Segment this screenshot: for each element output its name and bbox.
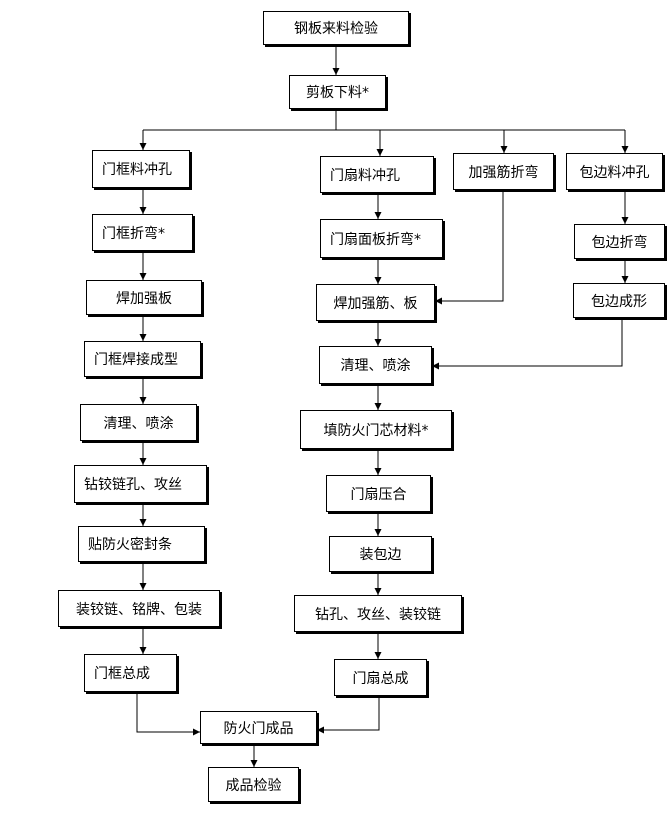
node-edging-bending: 包边折弯: [574, 224, 665, 259]
arrow-frame-assembly-to-finished: [136, 692, 200, 736]
node-leaf-panel-bending: 门扇面板折弯*: [320, 219, 443, 258]
node-frame-welding: 门框焊接成型: [84, 341, 201, 377]
node-leaf-assembly: 门扇总成: [334, 659, 427, 696]
node-install-hinge-nameplate-pack: 装铰链、铭牌、包装: [58, 590, 220, 627]
node-steel-inspection: 钢板来料检验: [263, 11, 409, 45]
node-weld-reinforcing-plate: 焊加强板: [86, 280, 202, 315]
arrow-leaf-assembly-to-finished: [317, 696, 380, 734]
node-fill-core-material: 填防火门芯材料*: [300, 410, 452, 449]
node-finished-fire-door: 防火门成品: [200, 711, 317, 744]
node-frame-cleaning-spraying: 清理、喷涂: [80, 404, 197, 441]
node-drill-tap-install-hinge: 钻孔、攻丝、装铰链: [294, 595, 462, 632]
node-edging-punching: 包边料冲孔: [566, 153, 663, 190]
node-leaf-punching: 门扇料冲孔: [320, 156, 434, 193]
node-fire-seal-strip: 贴防火密封条: [78, 526, 205, 562]
node-final-inspection: 成品检验: [208, 767, 299, 802]
node-frame-bending: 门框折弯*: [92, 214, 193, 251]
node-drill-hinge-tap: 钻铰链孔、攻丝: [74, 465, 207, 503]
node-leaf-cleaning-spraying: 清理、喷涂: [319, 346, 432, 384]
node-frame-punching: 门框料冲孔: [92, 150, 190, 188]
node-install-edging: 装包边: [329, 536, 432, 572]
node-shearing: 剪板下料*: [289, 75, 386, 109]
arrow-rib-bending-to-weld: [435, 190, 504, 305]
arrow-edging-forming-to-cleaning: [432, 318, 623, 370]
node-edging-forming: 包边成形: [573, 283, 665, 318]
node-frame-assembly: 门框总成: [84, 654, 177, 692]
node-leaf-pressing: 门扇压合: [326, 475, 431, 512]
node-rib-bending: 加强筋折弯: [453, 153, 554, 190]
node-weld-rib-plate: 焊加强筋、板: [316, 284, 435, 321]
